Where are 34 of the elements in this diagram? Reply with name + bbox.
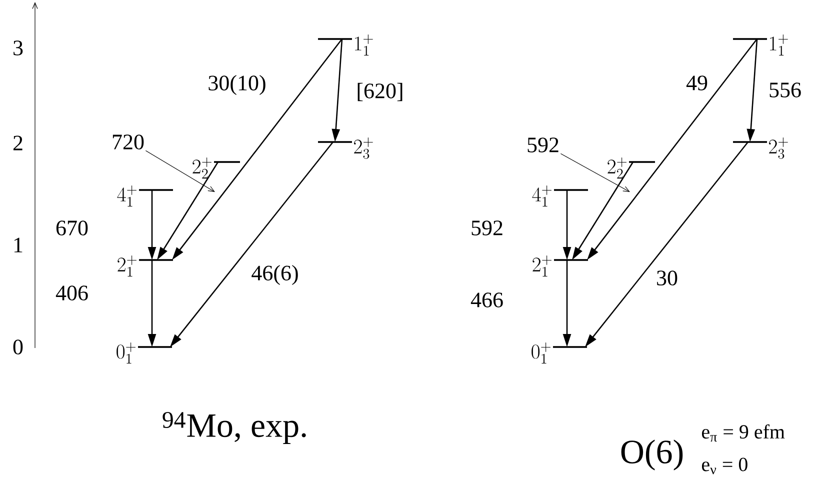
leader-line — [145, 150, 215, 192]
edge-label: [620] — [358, 82, 402, 102]
axis-tick-label: 3 — [14, 40, 23, 56]
energy-level: $2^{+}_{1}$ — [532, 256, 588, 276]
edge-label: 30 — [657, 270, 678, 286]
energy-level: $2^{+}_{3}$ — [318, 138, 373, 159]
edge-label: 406 — [56, 286, 88, 300]
caption: $^{94}$Mo, exp. — [162, 412, 306, 444]
parameter-label: e$_{ν}$ = 0 — [702, 458, 748, 474]
edge-label: 592 — [472, 220, 502, 236]
edge-label: 30(10) — [208, 75, 266, 95]
caption: O(6) — [621, 440, 683, 470]
transition-label: 720 — [112, 134, 144, 150]
axis-tick-label: 0 — [13, 340, 23, 354]
parameter-label: e$_{π}$ = 9 efm — [702, 424, 785, 442]
energy-level: $0^{+}_{1}$ — [532, 342, 587, 364]
energy-level: $0^{+}_{1}$ — [116, 342, 172, 364]
axis-tick-label: 2 — [13, 136, 22, 150]
energy-level: $1^{+}_{1}$ — [733, 34, 788, 56]
energy-level: $2^{+}_{3}$ — [733, 138, 788, 159]
edge-label: 556 — [770, 82, 801, 98]
edge-label: 670 — [56, 220, 88, 236]
energy-level: $2^{+}_{1}$ — [118, 256, 173, 276]
energy-level: $2^{+}_{2}$ — [192, 158, 240, 178]
energy-level: $1^{+}_{1}$ — [318, 34, 373, 56]
edge-label: 46(6) — [252, 265, 298, 285]
energy-level: $4^{+}_{1}$ — [532, 186, 588, 206]
edge-label: 466 — [470, 292, 503, 308]
leader-line — [560, 153, 630, 192]
axis-tick-label: 1 — [14, 238, 22, 252]
energy-level: $4^{+}_{1}$ — [117, 186, 173, 206]
energy-level: $2^{+}_{2}$ — [608, 158, 655, 178]
transition-label: 592 — [528, 138, 558, 152]
edge-label: 49 — [686, 76, 708, 90]
